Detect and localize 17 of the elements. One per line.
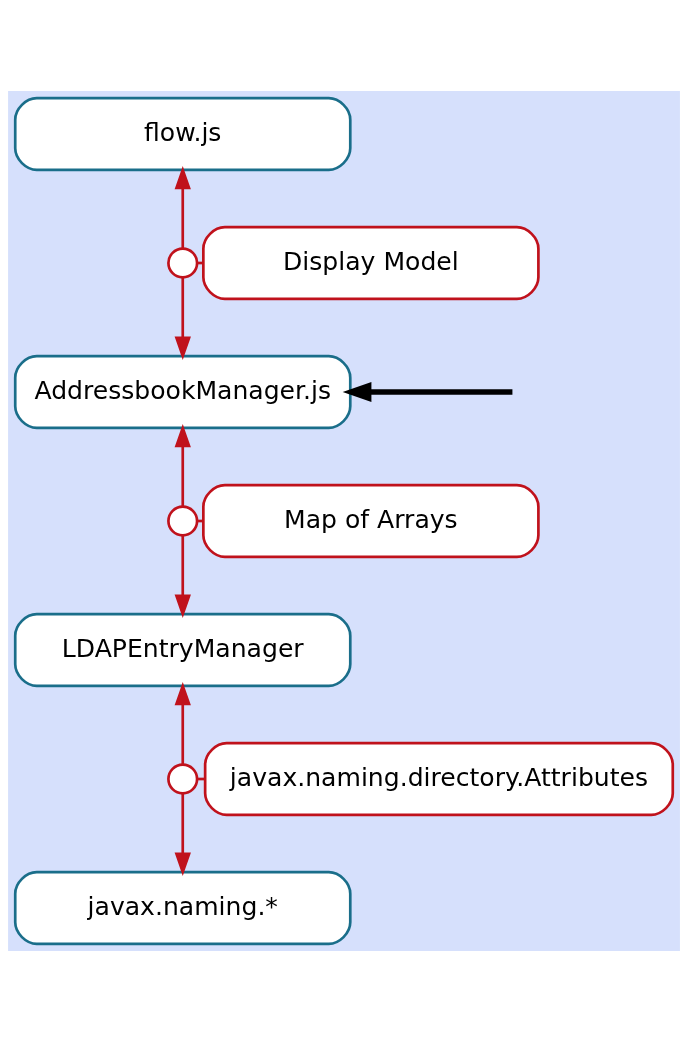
arrow: [174, 423, 191, 506]
node-box: flow.js: [13, 96, 352, 171]
node-box: javax.naming.directory.Attributes: [203, 741, 675, 816]
node-circle: [167, 246, 199, 279]
arrow: [174, 793, 191, 876]
node-box: AddressbookManager.js: [13, 354, 352, 429]
node-circle: [167, 762, 199, 795]
node-box: Map of Arrays: [202, 483, 540, 558]
arrow: [174, 165, 191, 248]
arrow: [342, 381, 513, 402]
node-box: Display Model: [202, 225, 540, 300]
node-circle: [167, 504, 199, 537]
node-box: javax.naming.*: [13, 870, 352, 945]
arrow: [174, 277, 191, 360]
arrow: [174, 681, 191, 764]
arrow: [174, 535, 191, 618]
node-box: LDAPEntryManager: [13, 612, 352, 687]
